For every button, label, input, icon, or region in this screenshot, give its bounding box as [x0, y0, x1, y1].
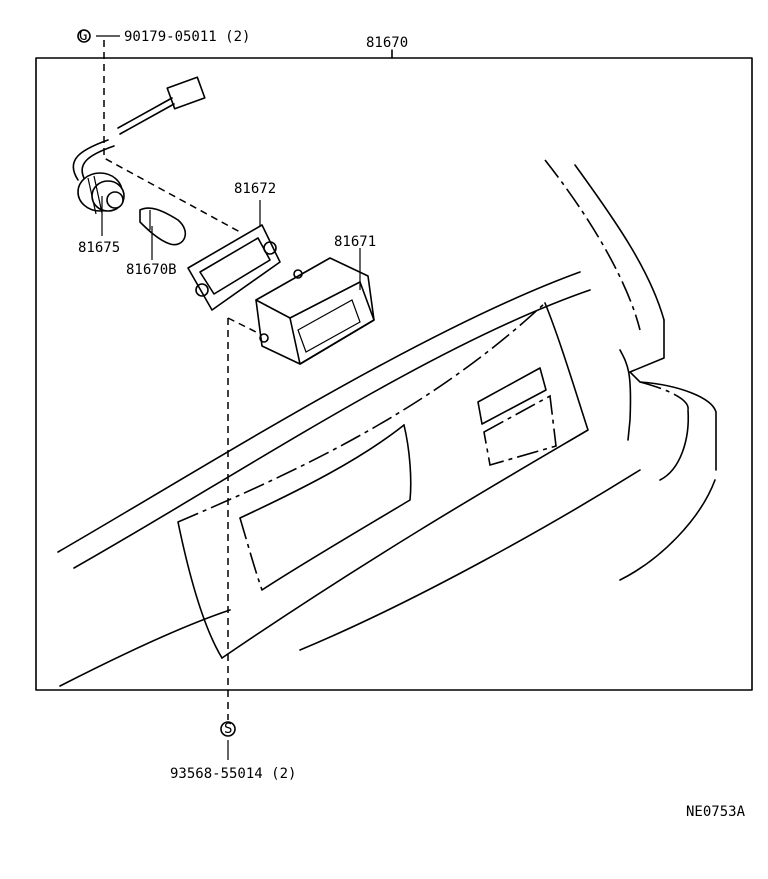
callout-bulb: 81670B — [126, 262, 177, 278]
callout-assembly: 81670 — [366, 35, 408, 51]
callout-screw: 93568-55014 (2) — [170, 766, 296, 782]
drawing-code: NE0753A — [686, 804, 746, 820]
license-garnish — [177, 302, 589, 659]
svg-text:S: S — [224, 721, 232, 737]
callout-socket: 81675 — [78, 240, 120, 256]
assembly-frame — [35, 57, 753, 691]
leader-lines — [96, 35, 361, 760]
lens-81671 — [255, 257, 375, 365]
bulb-81670b — [139, 207, 187, 246]
callout-gasket: 81672 — [234, 181, 276, 197]
wire-harness — [72, 76, 206, 183]
callout-clip: 90179-05011 (2) — [124, 29, 250, 45]
back-door-panel — [57, 159, 717, 687]
svg-text:G: G — [79, 28, 87, 44]
gasket-81672 — [187, 224, 281, 311]
socket-81675 — [77, 172, 125, 215]
assembly-guide-lines — [103, 40, 257, 720]
clip-icon: G — [77, 28, 91, 44]
screw-icon: S — [220, 721, 236, 737]
callout-lens: 81671 — [334, 234, 376, 250]
